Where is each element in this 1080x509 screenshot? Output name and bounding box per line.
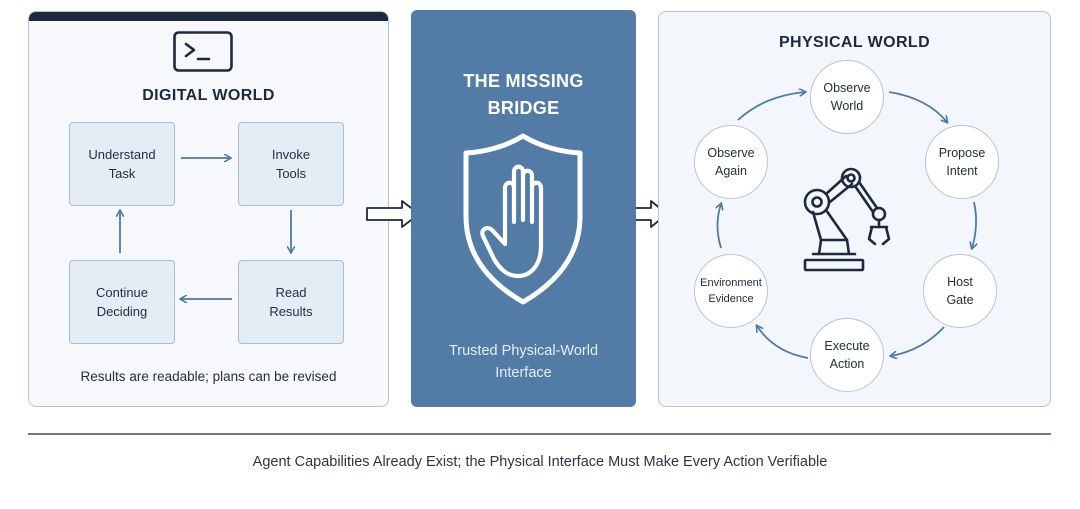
shield-hand-icon [463,133,583,305]
bridge-title: THE MISSING BRIDGE [463,71,584,118]
node-execute-action: Execute Action [810,318,884,392]
missing-bridge-panel: THE MISSING BRIDGE Trusted Physical-Worl… [411,10,636,407]
digital-world-panel: DIGITAL WORLD Understand Task Invoke Too… [28,11,389,407]
node-host-gate: Host Gate [923,254,997,328]
node-environment-evidence: Environment Evidence [694,254,768,328]
arrow-environment-to-observe-again [718,204,722,249]
arrow-observe-again-to-observe-world [737,92,805,121]
arrow-digital-to-bridge-icon [366,200,420,228]
digital-world-caption: Results are readable; plans can be revis… [80,369,337,384]
continue-deciding-box: Continue Deciding [69,260,175,344]
terminal-icon [173,31,233,72]
footer-tagline: Agent Capabilities Already Exist; the Ph… [252,454,828,470]
understand-task-box: Understand Task [69,122,175,206]
read-results-box: Read Results [238,260,344,344]
physical-world-panel: PHYSICAL WORLD Observe World Propose Int… [658,11,1051,407]
arrow-host-to-execute [891,326,945,356]
invoke-tools-box: Invoke Tools [238,122,344,206]
digital-flow-arrows [29,12,389,407]
bridge-subtitle: Trusted Physical-World Interface [448,343,599,381]
digital-world-title: DIGITAL WORLD [142,87,275,104]
node-observe-again: Observe Again [694,125,768,199]
footer-divider [28,433,1051,435]
node-observe-world: Observe World [810,60,884,134]
arrow-observe-world-to-propose [888,91,947,122]
physical-cycle-arrows [659,12,1052,408]
physical-world-title: PHYSICAL WORLD [778,34,931,51]
node-propose-intent: Propose Intent [925,125,999,199]
digital-panel-top-bar [29,12,388,21]
arrow-execute-to-environment [757,326,809,359]
robot-arm-icon [803,167,891,272]
arrow-propose-to-host [972,201,976,248]
